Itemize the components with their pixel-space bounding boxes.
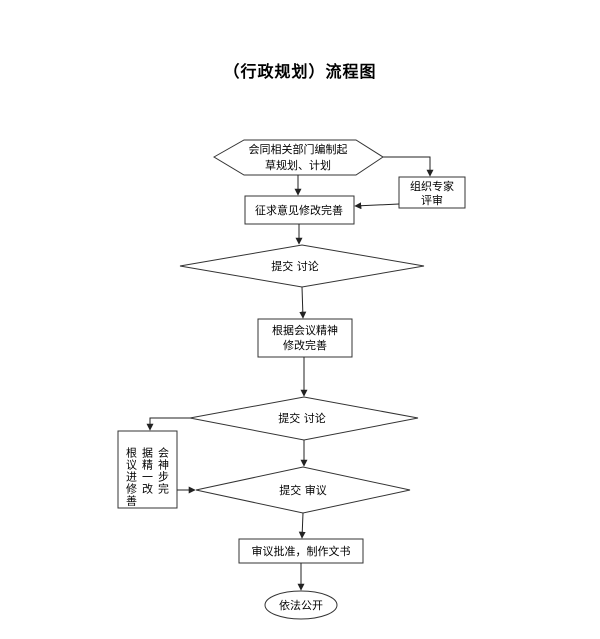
page-title: （行政规划）流程图 <box>223 62 377 81</box>
expert-review-line1: 组织专家 <box>410 179 454 193</box>
draft-plan-node: 会同相关部门编制起 草规划、计划 <box>213 139 384 176</box>
publish-node: 依法公开 <box>264 590 338 620</box>
submit-discussion-1-label: 提交 讨论 <box>271 259 319 273</box>
approve-document-label: 审议批准，制作文书 <box>252 544 351 558</box>
revise-per-meeting-node: 根据会议精神 修改完善 <box>257 318 353 358</box>
solicit-opinions-label: 征求意见修改完善 <box>255 203 343 217</box>
revise-per-meeting-line1: 根据会议精神 <box>272 323 338 337</box>
submit-review-node: 提交 审议 <box>195 466 411 514</box>
approve-document-node: 审议批准，制作文书 <box>238 538 364 564</box>
solicit-opinions-node: 征求意见修改完善 <box>244 195 355 225</box>
further-revise-node: 根议进修善 据精一改 会神步完 <box>117 430 178 509</box>
further-revise-col3: 会神步完 <box>157 447 170 495</box>
draft-plan-line2: 草规划、计划 <box>265 158 331 172</box>
draft-plan-line1: 会同相关部门编制起 <box>249 142 348 156</box>
submit-review-label: 提交 审议 <box>279 483 327 497</box>
revise-per-meeting-line2: 修改完善 <box>283 338 327 352</box>
submit-discussion-2-label: 提交 讨论 <box>278 411 326 425</box>
submit-discussion-1-node: 提交 讨论 <box>179 244 425 288</box>
further-revise-col1: 根议进修善 <box>125 446 138 507</box>
submit-discussion-2-node: 提交 讨论 <box>189 396 419 441</box>
publish-label: 依法公开 <box>279 598 323 612</box>
connectors <box>146 156 434 591</box>
further-revise-col2: 据精一改 <box>141 446 154 495</box>
expert-review-node: 组织专家 评审 <box>398 176 466 209</box>
expert-review-line2: 评审 <box>421 193 443 207</box>
